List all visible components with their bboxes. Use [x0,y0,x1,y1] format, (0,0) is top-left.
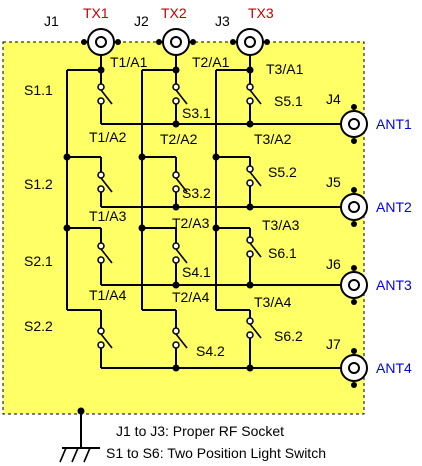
label-j7: J7 [326,336,341,352]
label-j1: J1 [44,13,59,29]
tx-labels: TX1 TX2 TX3 [83,5,274,21]
label-s4-2: S4.2 [196,343,225,359]
jack-labels: J1 J2 J3 J4 J5 J6 J7 [44,13,341,352]
label-t1a4: T1/A4 [89,287,127,303]
label-s2-2: S2.2 [24,318,53,334]
ant2-socket [340,187,368,227]
board-area [2,41,365,415]
switch-t2-a3 [172,228,188,285]
legend-line-1: J1 to J3: Proper RF Socket [116,423,284,439]
ant3-socket [340,265,368,305]
switch-t1-a1 [97,70,113,124]
switch-labels: S1.1 S1.2 S2.1 S2.2 S3.1 S3.2 S4.1 S4.2 … [24,82,303,359]
label-j4: J4 [326,91,341,107]
label-tx2: TX2 [161,5,187,21]
tx3-socket [230,28,270,56]
switch-t1-a3 [97,228,113,285]
label-s4-1: S4.1 [182,264,211,280]
label-t3a1: T3/A1 [266,61,304,77]
label-t1a2: T1/A2 [89,129,127,145]
label-s5-1: S5.1 [274,93,303,109]
label-tx1: TX1 [83,5,109,21]
label-s1-1: S1.1 [24,82,53,98]
tap-labels: T1/A1 T2/A1 T3/A1 T1/A2 T2/A2 T3/A2 T1/A… [89,54,304,310]
switch-t3-a2 [246,157,262,207]
label-j2: J2 [134,13,149,29]
label-s1-2: S1.2 [24,176,53,192]
label-t2a4: T2/A4 [172,289,210,305]
label-s6-1: S6.1 [268,245,297,261]
label-s2-1: S2.1 [24,253,53,269]
label-s6-2: S6.2 [274,328,303,344]
bus-junctions [63,66,254,232]
bus-wires [66,69,250,311]
label-j6: J6 [326,256,341,272]
switch-array [97,70,262,368]
label-j5: J5 [326,174,341,190]
legend: J1 to J3: Proper RF Socket S1 to S6: Two… [106,423,326,461]
label-t3a2: T3/A2 [254,131,292,147]
switch-t1-a2 [97,157,113,207]
ground-icon [59,407,100,463]
label-s3-1: S3.1 [182,105,211,121]
label-t2a3: T2/A3 [172,215,210,231]
switch-t3-a4 [246,310,262,368]
tx1-socket [81,28,121,56]
label-s3-2: S3.2 [182,185,211,201]
switch-t2-a4 [172,310,188,368]
label-ant2: ANT2 [376,199,412,215]
label-ant1: ANT1 [376,116,412,132]
switch-t1-a4 [97,310,113,368]
label-j3: J3 [215,13,230,29]
switch-t2-a2 [172,157,188,207]
label-t1a3: T1/A3 [89,208,127,224]
switch-t2-a1 [172,70,188,124]
legend-line-2: S1 to S6: Two Position Light Switch [106,445,326,461]
label-t1a1: T1/A1 [110,54,148,70]
label-ant4: ANT4 [376,360,412,376]
label-t2a1: T2/A1 [192,54,230,70]
ant1-socket [340,104,368,144]
label-ant3: ANT3 [376,277,412,293]
label-s5-2: S5.2 [268,164,297,180]
label-t3a3: T3/A3 [262,217,300,233]
label-tx3: TX3 [248,5,274,21]
ant4-socket [340,348,368,388]
switch-t3-a3 [246,228,262,285]
label-t3a4: T3/A4 [254,294,292,310]
label-t2a2: T2/A2 [160,131,198,147]
tx2-socket [156,28,196,56]
output-rails [101,120,340,372]
ant-labels: ANT1 ANT2 ANT3 ANT4 [376,116,412,376]
